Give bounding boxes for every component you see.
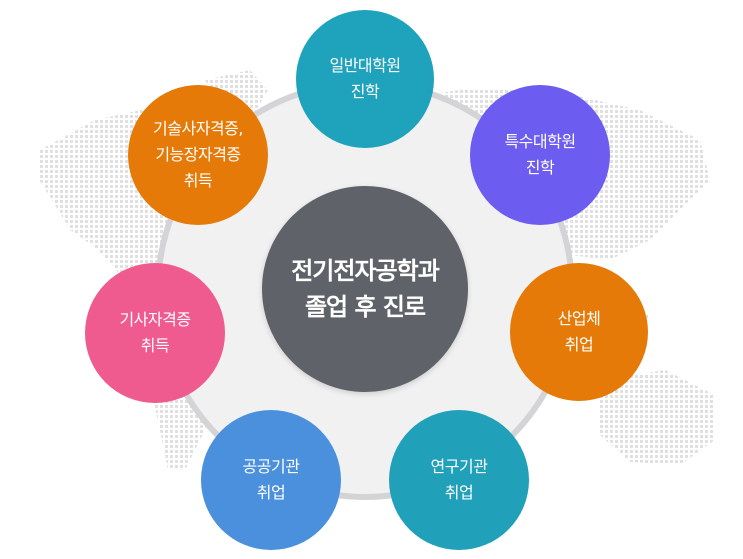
outcome-research-institute-employment: 연구기관 취업 — [389, 410, 529, 550]
outcome-label: 기술사자격증, 기능장자격증 취득 — [153, 119, 243, 190]
outcome-label: 특수대학원 진학 — [504, 132, 576, 177]
center-topic-circle: 전기전자공학과 졸업 후 진로 — [262, 186, 468, 392]
outcome-label: 연구기관 취업 — [430, 457, 488, 502]
outcome-industry-employment: 산업체 취업 — [510, 263, 648, 401]
outcome-label: 일반대학원 진학 — [329, 56, 401, 101]
outcome-label: 공공기관 취업 — [242, 457, 300, 502]
outcome-special-graduate-school: 특수대학원 진학 — [470, 85, 610, 225]
center-topic-label: 전기전자공학과 졸업 후 진로 — [291, 257, 440, 321]
outcome-graduate-school: 일반대학원 진학 — [296, 10, 434, 148]
outcome-label: 산업체 취업 — [557, 309, 601, 354]
outcome-engineer-certificate: 기사자격증 취득 — [85, 263, 225, 403]
outcome-professional-engineer-certificate: 기술사자격증, 기능장자격증 취득 — [128, 85, 268, 225]
outcome-label: 기사자격증 취득 — [119, 310, 191, 355]
outcome-public-institution-employment: 공공기관 취업 — [201, 410, 341, 550]
